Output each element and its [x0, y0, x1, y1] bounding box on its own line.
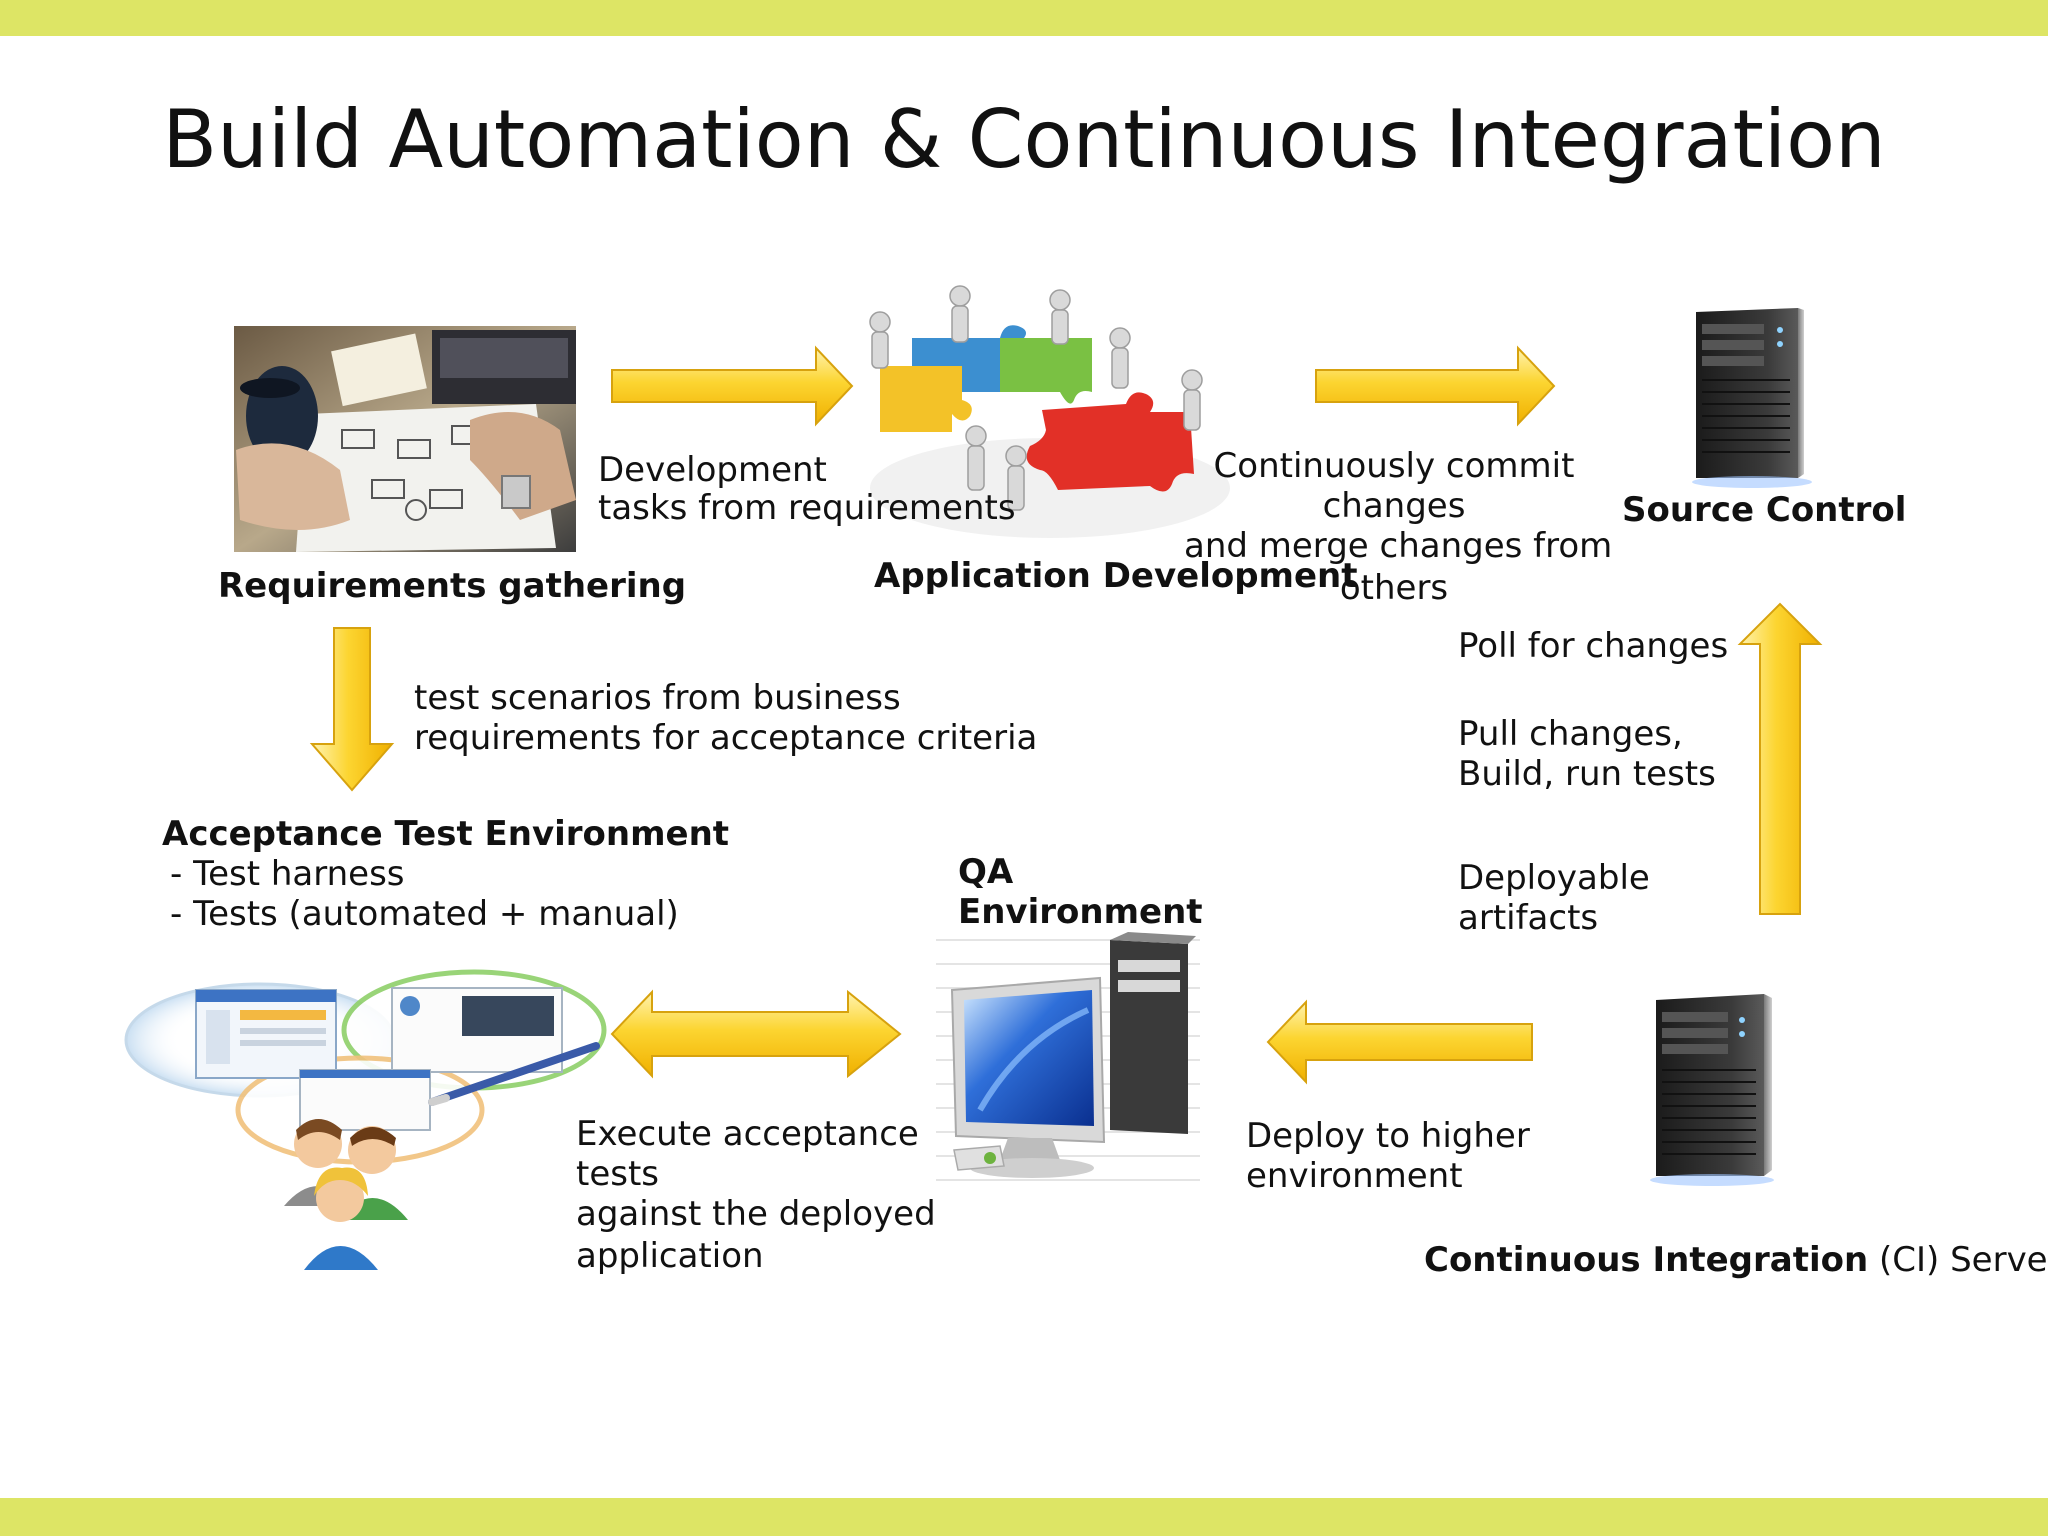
edge-label-dev-to-source-line2: changes: [1322, 486, 1466, 526]
edge-label-qa-acceptance-line1: Execute acceptance: [576, 1114, 919, 1154]
node-label-acceptance: Acceptance Test Environment: [162, 814, 730, 854]
node-label-qa-line2: Environment: [958, 892, 1203, 932]
edge-label-req-to-dev-line1: Development: [598, 450, 827, 490]
edge-label-poll: Poll for changes: [1458, 626, 1729, 666]
bottom-band: [0, 1498, 2048, 1536]
arrow-qa-acceptance: [610, 989, 902, 1079]
edge-label-dev-to-source-line3: and merge changes from: [1184, 526, 1613, 566]
edge-label-req-to-acceptance-line2: requirements for acceptance criteria: [414, 718, 1038, 758]
users-windows-icon: [124, 969, 607, 1270]
arrow-dev-to-source: [1315, 345, 1556, 427]
edge-label-ci-to-qa-line1: Deploy to higher: [1246, 1116, 1530, 1156]
node-label-source-control: Source Control: [1622, 490, 1907, 530]
arrow-ci-to-qa: [1266, 999, 1533, 1085]
puzzle-team-icon: [869, 285, 1230, 538]
edge-label-artifacts-line2: artifacts: [1458, 898, 1599, 938]
node-label-qa-line1: QA: [958, 852, 1014, 892]
page-title: Build Automation & Continuous Integratio…: [162, 93, 1886, 186]
desktop-computer-icon: [936, 932, 1200, 1181]
edge-label-artifacts-line1: Deployable: [1458, 858, 1650, 898]
node-label-app-dev: Application Development: [874, 556, 1358, 596]
edge-label-req-to-acceptance-line1: test scenarios from business: [414, 678, 901, 718]
edge-label-pull-line1: Pull changes,: [1458, 714, 1683, 754]
edge-label-pull-line2: Build, run tests: [1458, 754, 1716, 794]
arrow-ci-to-source: [1737, 602, 1823, 915]
server-tower-icon: [1692, 308, 1812, 488]
server-tower-icon: [1650, 994, 1774, 1186]
planning-photo-icon: [234, 326, 576, 552]
edge-label-qa-acceptance-line4: application: [576, 1236, 764, 1276]
top-band: [0, 0, 2048, 36]
edge-label-qa-acceptance-line3: against the deployed: [576, 1194, 936, 1234]
edge-label-req-to-dev-line2: tasks from requirements: [598, 488, 1016, 528]
node-label-ci-server: Continuous Integration (CI) Server: [1424, 1240, 2048, 1280]
edge-label-ci-to-qa-line2: environment: [1246, 1156, 1463, 1196]
ci-server-label-rest: (CI) Server: [1868, 1240, 2048, 1280]
edge-label-dev-to-source-line1: Continuously commit: [1213, 446, 1575, 486]
arrow-req-to-acceptance: [309, 627, 395, 792]
node-label-requirements: Requirements gathering: [218, 566, 687, 606]
acceptance-detail-line1: - Test harness: [170, 854, 405, 894]
acceptance-detail-line2: - Tests (automated + manual): [170, 894, 679, 934]
edge-label-dev-to-source-line4: others: [1339, 568, 1449, 608]
ci-server-label-bold: Continuous Integration: [1424, 1240, 1869, 1280]
arrow-req-to-dev: [611, 345, 854, 427]
edge-label-qa-acceptance-line2: tests: [576, 1154, 660, 1194]
